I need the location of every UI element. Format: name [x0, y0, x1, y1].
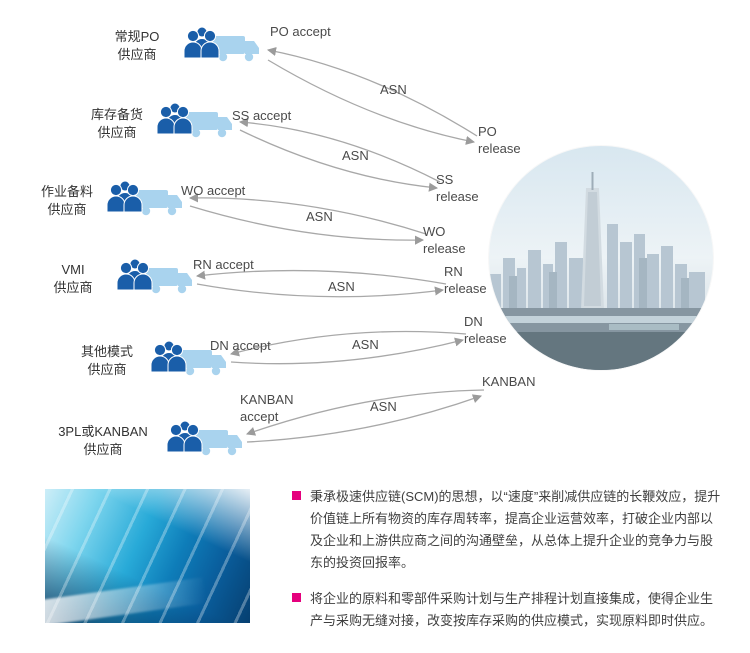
- asn-label: ASN: [352, 337, 379, 352]
- supplier-icon: [156, 100, 234, 144]
- release-label: DN release: [464, 314, 507, 346]
- supplier-label: 库存备货 供应商: [90, 107, 143, 141]
- people-icon: [116, 258, 153, 291]
- scm-flow-diagram: 常规PO 供应商 PO accept ASN PO rel: [40, 24, 713, 462]
- supplier-icon: [150, 338, 228, 382]
- supplier-icon: [116, 256, 194, 300]
- truck-icon: [146, 268, 192, 294]
- truck-icon: [213, 36, 259, 62]
- release-label: SS release: [436, 172, 479, 204]
- supplier-icon: [106, 178, 184, 222]
- truck-icon: [136, 190, 182, 216]
- note-item: 秉承极速供应链(SCM)的思想，以“速度”来削减供应链的长鞭效应，提升价值链上所…: [292, 486, 725, 574]
- asn-label: ASN: [370, 399, 397, 414]
- accept-arrow: [238, 118, 441, 183]
- accept-label: KANBAN accept: [240, 392, 294, 424]
- notes-section: 秉承极速供应链(SCM)的思想，以“速度”来削减供应链的长鞭效应，提升价值链上所…: [292, 486, 725, 647]
- release-label: KANBAN: [482, 374, 536, 389]
- people-icon: [166, 420, 203, 453]
- asn-label: ASN: [306, 209, 333, 224]
- note-item: 将企业的原料和零部件采购计划与生产排程计划直接集成，使得企业生产与采购无缝对接，…: [292, 588, 725, 632]
- people-icon: [156, 102, 193, 135]
- asn-arrow: [239, 129, 439, 192]
- accept-label: SS accept: [232, 108, 292, 123]
- train-photo: [45, 489, 250, 623]
- accept-arrow: [266, 47, 478, 137]
- release-label: WO release: [423, 224, 466, 256]
- supplier-label: VMI 供应商: [53, 262, 93, 296]
- asn-label: ASN: [380, 82, 407, 97]
- accept-label: RN accept: [193, 257, 254, 272]
- supplier-label: 其他模式 供应商: [80, 344, 133, 378]
- note-text: 秉承极速供应链(SCM)的思想，以“速度”来削减供应链的长鞭效应，提升价值链上所…: [310, 489, 721, 571]
- release-label: RN release: [444, 264, 487, 296]
- city-skyline-photo: [489, 146, 713, 370]
- supplier-label: 作业备料 供应商: [40, 184, 93, 218]
- truck-icon: [196, 430, 242, 456]
- accept-label: WO accept: [181, 183, 246, 198]
- supplier-icon: [166, 418, 244, 462]
- bullet-square-icon: [292, 593, 301, 603]
- bullet-square-icon: [292, 491, 301, 500]
- asn-label: ASN: [328, 279, 355, 294]
- accept-label: PO accept: [270, 24, 331, 39]
- asn-label: ASN: [342, 148, 369, 163]
- truck-icon: [186, 112, 232, 138]
- asn-arrow: [267, 59, 476, 145]
- people-icon: [183, 26, 220, 59]
- truck-icon: [180, 350, 226, 376]
- supplier-icon: [183, 24, 261, 68]
- supplier-label: 3PL或KANBAN 供应商: [58, 424, 148, 458]
- release-label: PO release: [478, 124, 521, 156]
- note-text: 将企业的原料和零部件采购计划与生产排程计划直接集成，使得企业生产与采购无缝对接，…: [310, 591, 714, 629]
- people-icon: [106, 180, 143, 213]
- accept-label: DN accept: [210, 338, 271, 353]
- asn-arrow: [196, 283, 445, 298]
- supplier-label: 常规PO 供应商: [114, 29, 160, 63]
- people-icon: [150, 340, 187, 373]
